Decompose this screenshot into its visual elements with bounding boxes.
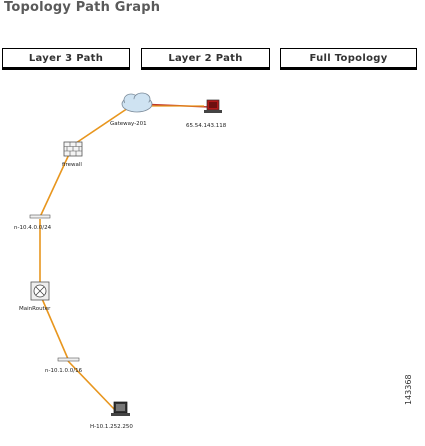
- figure-id: 143368: [404, 374, 413, 405]
- subnet-b-node[interactable]: n-10.1.0.0/16: [45, 357, 83, 374]
- host-icon: [111, 401, 130, 416]
- node-label-main-router: MainRouter: [19, 306, 51, 312]
- view-tabs: Layer 3 Path Layer 2 Path Full Topology: [0, 48, 425, 70]
- link-firewall-subnet-a: [39, 149, 72, 218]
- node-label-subnet-a: n-10.4.0.0/24: [14, 225, 52, 231]
- tab-layer-2-path[interactable]: Layer 2 Path: [141, 48, 270, 70]
- node-label-remote-host: 65.54.143.118: [186, 123, 227, 129]
- topology-diagram: Gateway-201 65.54.143.118 firewall: [14, 92, 227, 430]
- cloud-icon: [121, 92, 153, 113]
- gateway-node[interactable]: Gateway-201: [110, 92, 153, 127]
- link-subnet-b-local-host: [67, 360, 116, 411]
- subnet-icon: [57, 357, 80, 362]
- firewall-icon: [63, 141, 83, 157]
- link-gateway-firewall: [75, 103, 135, 144]
- tab-layer-3-path[interactable]: Layer 3 Path: [2, 48, 130, 70]
- subnet-a-node[interactable]: n-10.4.0.0/24: [14, 214, 52, 231]
- host-icon: [204, 99, 222, 113]
- node-label-gateway: Gateway-201: [110, 121, 147, 127]
- local-host-node[interactable]: H-10.1.252.250: [90, 401, 133, 430]
- page-title: Topology Path Graph: [4, 0, 161, 15]
- node-label-subnet-b: n-10.1.0.0/16: [45, 368, 83, 374]
- firewall-node[interactable]: firewall: [62, 141, 83, 168]
- remote-host-node[interactable]: 65.54.143.118: [186, 99, 227, 129]
- main-router-node[interactable]: MainRouter: [19, 281, 51, 312]
- node-label-firewall: firewall: [62, 162, 82, 168]
- tab-full-topology[interactable]: Full Topology: [280, 48, 417, 70]
- subnet-icon: [29, 214, 51, 219]
- link-router-subnet-b: [39, 293, 69, 360]
- node-label-local-host: H-10.1.252.250: [90, 424, 133, 430]
- router-icon: [30, 281, 50, 301]
